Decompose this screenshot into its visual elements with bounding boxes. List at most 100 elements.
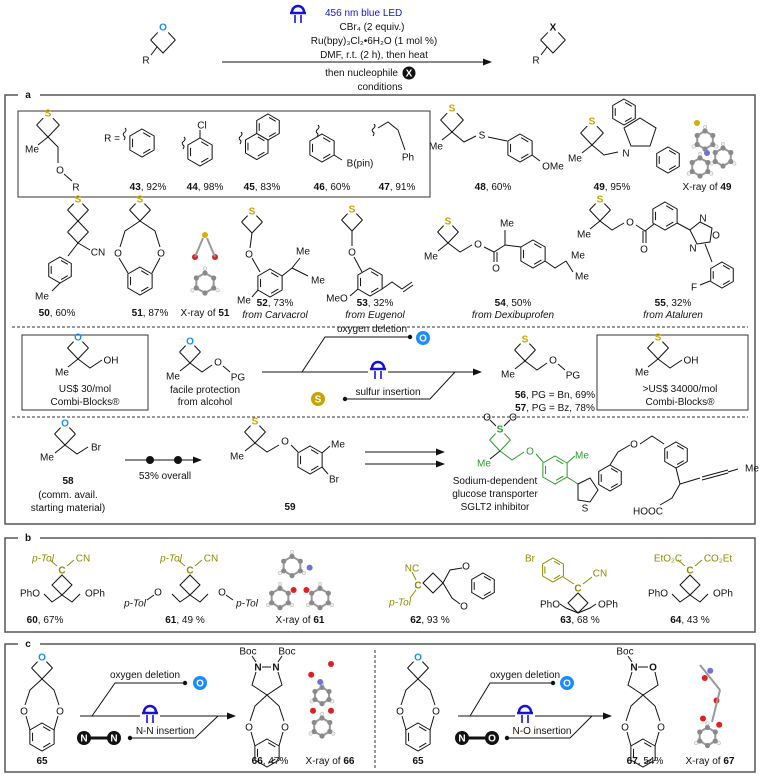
yield-text: , 73% bbox=[268, 298, 294, 309]
xray-carbon bbox=[720, 163, 726, 169]
bond-line bbox=[555, 475, 564, 481]
wavy-bond bbox=[315, 124, 320, 138]
four-membered-ring bbox=[54, 433, 76, 446]
xray-carbon bbox=[704, 724, 711, 731]
atom-label: S bbox=[45, 109, 52, 120]
xray-carbon bbox=[319, 715, 325, 721]
bond-line bbox=[596, 125, 604, 134]
target-text: glucose transporter bbox=[452, 489, 538, 500]
xray-carbon bbox=[309, 600, 315, 606]
xray-hydrogen bbox=[290, 602, 295, 608]
bond-line bbox=[643, 742, 652, 748]
cyclobutane-ring bbox=[422, 572, 444, 594]
arrow-head bbox=[483, 58, 492, 66]
xray-heteroatom bbox=[694, 120, 700, 126]
bond-line bbox=[520, 153, 529, 159]
compound-number: 43 bbox=[130, 182, 142, 193]
bond-line bbox=[401, 715, 407, 731]
bond-line bbox=[251, 289, 259, 298]
atom-label: Me bbox=[745, 464, 759, 475]
panel-a-frame bbox=[4, 94, 756, 525]
compound-label: 53, 32% bbox=[357, 298, 394, 309]
compound-label: 59 bbox=[284, 502, 296, 513]
bond-chain bbox=[381, 281, 413, 290]
xray-carbon bbox=[319, 684, 325, 691]
branch-dot bbox=[146, 456, 154, 464]
bond-line bbox=[580, 125, 588, 134]
xray-hydrogen bbox=[215, 288, 220, 293]
bond-line bbox=[67, 341, 74, 349]
bond-line bbox=[553, 560, 561, 566]
bond-line bbox=[411, 571, 417, 581]
compound-label: 66, 47% bbox=[252, 756, 289, 767]
xray-carbon bbox=[728, 158, 734, 165]
bond-line bbox=[251, 257, 261, 273]
blue-led-icon bbox=[517, 704, 533, 713]
xray-heteroatom bbox=[704, 150, 710, 156]
xray-carbon bbox=[697, 155, 703, 161]
bond-line bbox=[249, 232, 253, 249]
oxygen-dark-badge bbox=[485, 731, 499, 745]
arrow-head bbox=[436, 448, 445, 456]
xray-carbon bbox=[689, 159, 695, 166]
atom-label: O bbox=[281, 723, 289, 734]
bond-line bbox=[529, 343, 536, 351]
benzene-ring bbox=[127, 266, 153, 296]
bond-chain bbox=[345, 371, 456, 400]
bond-line bbox=[179, 345, 186, 353]
blue-led-icon bbox=[142, 704, 158, 713]
atom-label: O bbox=[157, 249, 165, 260]
bond-line bbox=[322, 137, 331, 143]
bond-line bbox=[514, 343, 521, 351]
xray-hydrogen bbox=[331, 731, 336, 736]
four-membered-ring bbox=[341, 219, 363, 232]
atom-label: N bbox=[622, 149, 629, 160]
bond-chain bbox=[499, 450, 525, 461]
bond-line bbox=[54, 427, 61, 435]
atom-label: N bbox=[80, 734, 87, 745]
xray-hydrogen bbox=[319, 711, 325, 717]
xray-heteroatom bbox=[308, 671, 315, 678]
bond-line bbox=[694, 559, 703, 567]
bond-line bbox=[624, 102, 632, 107]
bond-chain bbox=[41, 678, 60, 706]
atom-label: B(pin) bbox=[347, 159, 374, 170]
atom-label: N bbox=[458, 734, 465, 745]
xray-heteroatom bbox=[700, 715, 706, 722]
bond-line bbox=[665, 205, 674, 211]
xray-hydrogen bbox=[330, 602, 335, 608]
compound-number: 61 bbox=[165, 615, 177, 626]
bond-line bbox=[129, 203, 136, 211]
atom-label: S bbox=[449, 104, 456, 115]
bond-line bbox=[67, 358, 79, 368]
benzene-ring bbox=[309, 133, 335, 163]
bond-line bbox=[66, 559, 75, 567]
bond-line bbox=[555, 459, 564, 465]
atom-label: Me bbox=[40, 453, 54, 464]
oxygen-deletion-label: oxygen deletion bbox=[490, 670, 560, 681]
four-membered-ring bbox=[36, 124, 60, 138]
bond-chain bbox=[609, 444, 631, 466]
atom-label: F bbox=[691, 283, 697, 294]
bond-line bbox=[489, 419, 497, 427]
atom-label: S bbox=[249, 207, 256, 218]
source-text: from Carvacrol bbox=[242, 310, 308, 321]
compound-number: 46 bbox=[314, 182, 326, 193]
compound-label: 51, 87% bbox=[132, 308, 169, 319]
bond-line bbox=[566, 476, 579, 485]
label-text: X-ray of bbox=[683, 182, 721, 193]
atom-label: PG bbox=[566, 371, 581, 382]
atom-label: S bbox=[522, 335, 529, 346]
bond-line bbox=[67, 203, 74, 211]
bond-chain bbox=[507, 715, 593, 739]
bond-line bbox=[290, 444, 299, 453]
four-membered-ring bbox=[437, 231, 459, 244]
atom-label: O bbox=[396, 707, 404, 718]
bond-line bbox=[118, 257, 129, 274]
bond-line bbox=[277, 655, 283, 663]
bond-chain bbox=[657, 358, 683, 369]
xray-hydrogen bbox=[691, 144, 696, 149]
atom-label: Me bbox=[25, 145, 39, 156]
four-membered-ring bbox=[67, 209, 89, 222]
compound-number: 53 bbox=[357, 298, 369, 309]
